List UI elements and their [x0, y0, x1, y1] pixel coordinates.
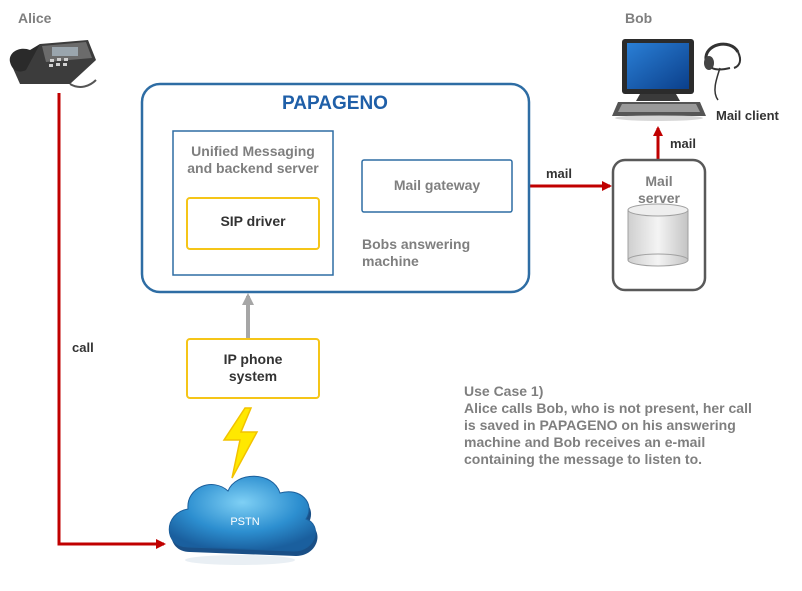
papageno-title: PAPAGENO: [282, 93, 388, 114]
lightning-bolt-icon: [222, 407, 259, 479]
mail-server-label: Mail server: [613, 173, 705, 207]
database-icon: [627, 203, 689, 267]
answering-machine-label: Bobs answering machine: [362, 236, 470, 270]
bob-label: Bob: [625, 10, 653, 26]
ip-phone-line2: system: [228, 368, 278, 384]
computer-icon: [612, 39, 706, 121]
use-case-title: Use Case 1): [464, 383, 544, 399]
sip-driver-label: SIP driver: [220, 213, 286, 229]
answering-machine-line1: Bobs answering: [362, 236, 471, 252]
telephone-icon: [9, 40, 97, 88]
mail-edge-label-server: mail: [546, 166, 573, 181]
call-edge-label: call: [72, 340, 94, 355]
use-case-line-4: containing the message to listen to.: [464, 451, 703, 467]
use-case-line-1: Alice calls Bob, who is not present, her…: [464, 400, 752, 416]
use-case-line-3: machine and Bob receives an e-mail: [464, 434, 706, 450]
mail-server-line2: server: [637, 190, 681, 206]
unified-messaging-line1: Unified Messaging: [191, 143, 315, 159]
sip-driver-box: [186, 197, 320, 250]
mail-gateway-box: [361, 159, 513, 213]
alice-label: Alice: [18, 10, 52, 26]
call-connector: [57, 93, 166, 549]
ip-phone-line1: IP phone: [223, 351, 283, 367]
mail-server-line1: Mail: [645, 173, 673, 189]
mail-gateway-label: Mail gateway: [393, 177, 481, 193]
headset-icon: [704, 42, 742, 101]
mail-client-label: Mail client: [716, 108, 779, 123]
pstn-label: PSTN: [230, 516, 260, 528]
answering-machine-line2: machine: [362, 253, 419, 269]
use-case-line-2: is saved in PAPAGENO on his answering: [464, 417, 736, 433]
ip-phone-system-box: [186, 338, 320, 399]
unified-messaging-line2: and backend server: [187, 160, 319, 176]
use-case-block: Use Case 1) Alice calls Bob, who is not …: [464, 383, 752, 468]
mail-edge-label-client: mail: [670, 136, 697, 151]
unified-messaging-label: Unified Messaging and backend server: [173, 143, 333, 177]
ip-phone-system-label: IP phone system: [187, 351, 319, 385]
pstn-cloud-icon: [168, 475, 318, 565]
